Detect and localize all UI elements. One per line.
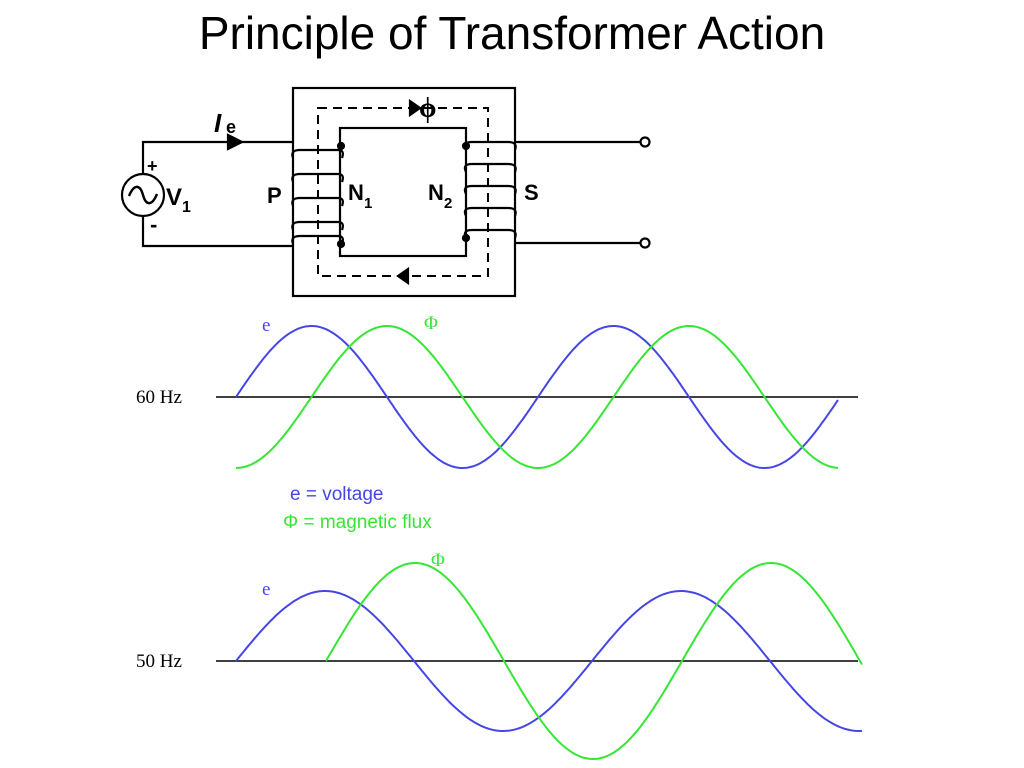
freq-label-60hz: 60 Hz: [136, 387, 182, 408]
sine-glyph: [127, 185, 159, 205]
current-arrow: [226, 133, 245, 151]
flux-wave-50hz: [325, 562, 863, 760]
voltage-wave-50hz: [235, 590, 863, 732]
circuit-labels: I e ϕ + - V 1 P N 1 N 2 S: [147, 93, 539, 237]
primary-label: P: [267, 183, 282, 208]
voltage-label-50hz: e: [262, 579, 270, 600]
secondary-turns-label: N: [428, 180, 444, 205]
primary-top-wire: [141, 140, 293, 173]
voltage-label-60hz: e: [262, 315, 270, 336]
flux-label-60hz: Φ: [424, 313, 438, 334]
primary-coil: [291, 141, 346, 249]
transformer-diagram: [120, 86, 651, 298]
plus-sign: +: [147, 156, 158, 176]
primary-bottom-wire: [141, 216, 293, 248]
source-label: V: [166, 184, 182, 211]
source-subscript: 1: [182, 199, 191, 216]
plot-50hz: 50 Hz e Φ: [136, 550, 863, 760]
flux-arrow-bottom: [396, 266, 410, 286]
primary-turns-label: N: [348, 180, 364, 205]
legend: e = voltage Φ = magnetic flux: [283, 484, 432, 533]
secondary-terminal-bottom: [639, 237, 651, 249]
core-outer: [291, 86, 517, 298]
minus-sign: -: [150, 212, 157, 237]
freq-label-50hz: 50 Hz: [136, 651, 182, 672]
slide-title: Principle of Transformer Action: [198, 7, 826, 59]
flux-label-50hz: Φ: [431, 550, 445, 571]
flux-arrow-top: [408, 98, 422, 118]
flux-symbol: ϕ: [419, 93, 436, 124]
secondary-label: S: [524, 180, 539, 205]
secondary-coil: [461, 140, 517, 243]
plot-60hz: 60 Hz e Φ: [136, 313, 858, 469]
sine-source-icon: [120, 172, 166, 218]
secondary-turns-subscript: 2: [444, 195, 452, 212]
current-subscript: e: [226, 117, 236, 137]
flux-wave-60hz: [235, 325, 839, 469]
flux-path: [317, 107, 489, 277]
legend-flux: Φ = magnetic flux: [283, 512, 432, 533]
legend-voltage: e = voltage: [290, 484, 384, 505]
current-label: I: [214, 108, 222, 138]
secondary-terminal-top: [639, 136, 651, 148]
voltage-wave-60hz: [235, 325, 839, 469]
primary-turns-subscript: 1: [364, 195, 372, 212]
